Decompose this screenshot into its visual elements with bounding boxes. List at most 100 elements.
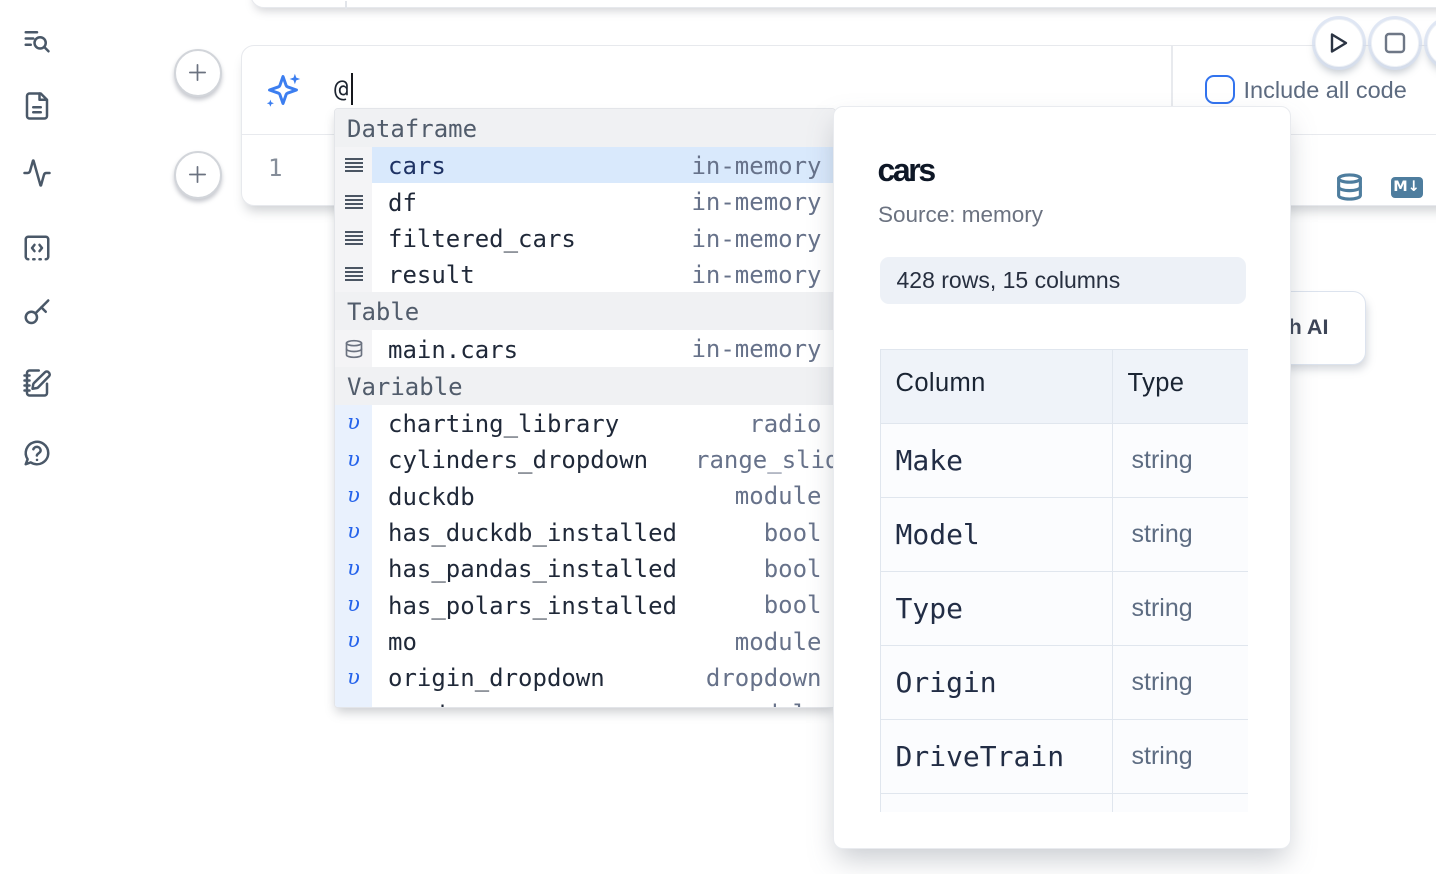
completion-icon-cell: υ [335, 622, 372, 660]
variable-icon: υ [347, 664, 360, 689]
activity-icon[interactable] [22, 158, 52, 188]
completion-detail: bool [763, 591, 822, 620]
completion-label: has_polars_installed [388, 591, 677, 620]
completion-label-area: has_pandas_installed [372, 550, 835, 586]
stop-square-icon [1384, 32, 1405, 53]
schema-type-cell: string [1111, 422, 1248, 498]
completion-label: charting_library [388, 409, 620, 438]
completion-section-label: Variable [335, 366, 835, 405]
completion-detail: bool [763, 555, 822, 584]
completion-icon-cell [335, 183, 372, 220]
add-cell-above-button[interactable] [173, 48, 222, 97]
schema-column-cell: Type [879, 570, 1113, 646]
completion-label-area: has_duckdb_installed [372, 514, 835, 550]
completion-label: filtered_cars [388, 224, 576, 253]
completion-icon-cell: υ [335, 477, 372, 514]
completion-label: main.cars [388, 335, 519, 364]
completion-label-area: pandas [372, 695, 835, 707]
completion-option[interactable]: result in-memory [335, 256, 835, 293]
completion-detail: range_slider [695, 446, 835, 475]
completion-option[interactable]: υpandasmodule [335, 695, 835, 707]
schema-column-cell: Model [879, 496, 1113, 572]
run-all-button[interactable] [1315, 18, 1363, 67]
include-all-code-checkbox[interactable] [1204, 74, 1235, 104]
schema-column-cell: DriveTrain [879, 718, 1113, 795]
code-square-dashed-icon[interactable] [22, 233, 52, 263]
key-icon[interactable] [22, 298, 52, 328]
completion-option[interactable]: cars in-memory [335, 147, 835, 184]
completion-label: has_duckdb_installed [388, 518, 677, 547]
text-caret [350, 72, 353, 105]
completion-label: duckdb [388, 482, 475, 511]
completion-label-area: result [372, 256, 835, 292]
schema-type-cell [1111, 793, 1248, 812]
ai-row-divider [1171, 46, 1173, 134]
completion-detail: module [734, 627, 822, 656]
notebook-pen-icon[interactable] [22, 368, 52, 398]
completion-label: result [388, 261, 475, 290]
include-all-code-label[interactable]: Include all code [1243, 77, 1407, 103]
completion-detail: in-memory [691, 152, 822, 180]
ai-prompt-row: @ Include all code [242, 46, 1436, 134]
ai-prompt-input[interactable]: @ [334, 75, 349, 103]
completion-label-area: has_polars_installed [372, 586, 835, 622]
completion-label-area: filtered_cars [372, 220, 835, 256]
helper-sidebar [0, 0, 74, 874]
dataframe-icon [344, 194, 363, 209]
table-database-icon [345, 339, 362, 358]
completion-detail: in-memory [691, 335, 822, 364]
completion-label: origin_dropdown [388, 664, 605, 693]
completion-section-label: Dataframe [335, 109, 835, 147]
completion-detail: in-memory [691, 188, 822, 217]
markdown-badge[interactable]: M↓ [1390, 177, 1423, 198]
completion-label-area: cylinders_dropdown [372, 441, 835, 477]
completion-icon-cell [335, 147, 372, 184]
completion-icon-cell: υ [335, 659, 372, 696]
completion-label-area: cars [372, 147, 835, 184]
variable-icon: υ [347, 703, 360, 707]
line-number: 1 [268, 154, 283, 182]
completion-icon-cell: υ [335, 441, 372, 478]
schema-column-cell: Origin [879, 644, 1113, 720]
variable-icon: υ [347, 446, 360, 471]
add-cell-below-button[interactable] [173, 150, 222, 199]
file-text-icon[interactable] [22, 91, 52, 121]
completion-icon-cell [335, 219, 372, 257]
completion-label-area: mo [372, 623, 835, 659]
completion-label-area: charting_library [372, 405, 835, 441]
completion-label: cars [388, 152, 446, 181]
help-circle-icon[interactable] [22, 438, 52, 468]
completion-icon-cell [335, 330, 372, 367]
popup-source: Source: memory [878, 201, 1044, 227]
stop-button[interactable] [1370, 18, 1419, 67]
schema-header-type: Type [1111, 348, 1248, 424]
database-icon[interactable] [1335, 171, 1364, 203]
completion-detail: in-memory [691, 261, 822, 290]
variable-icon: υ [347, 555, 360, 580]
variable-icon: υ [347, 410, 360, 435]
completion-label: mo [388, 627, 417, 656]
schema-column-cell: Make [879, 422, 1113, 498]
completion-label-area: main.cars [372, 330, 835, 366]
completion-section-label: Table [335, 292, 835, 331]
list-search-icon[interactable] [22, 26, 52, 56]
schema-header-column: Column [879, 348, 1113, 424]
completion-option[interactable]: main.cars in-memory [335, 330, 835, 367]
code-editor-row[interactable]: 1 M↓ [242, 135, 1436, 206]
schema-type-cell: string [1111, 718, 1248, 795]
previous-cell [250, 0, 1436, 9]
